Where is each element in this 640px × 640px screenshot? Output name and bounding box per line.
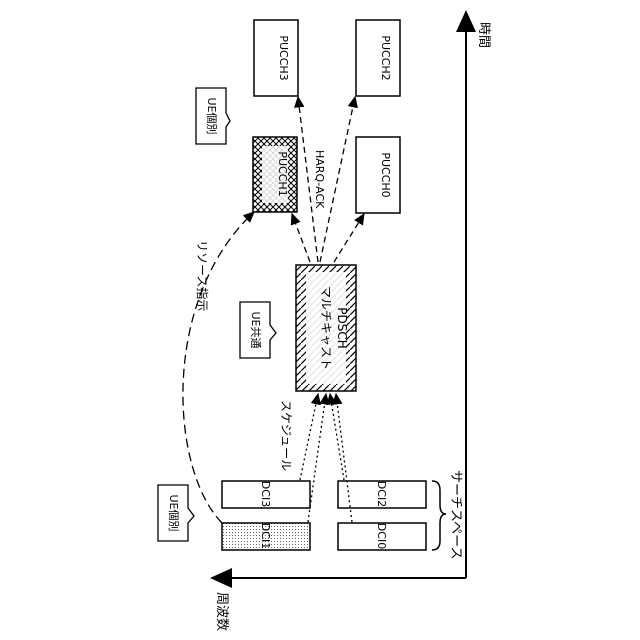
- dci0-block: DCI0: [338, 523, 426, 550]
- dci3-label: DCI3: [259, 481, 272, 507]
- ue-specific-callout-bottom: UE個別: [158, 485, 194, 541]
- pdsch-label-line1: マルチキャスト: [319, 286, 333, 370]
- schedule-label: スケジュール: [279, 400, 293, 471]
- dci2-label: DCI2: [375, 481, 388, 507]
- pucch0-block: PUCCH0: [356, 137, 400, 213]
- dci1-label: DCI1: [259, 523, 272, 549]
- pucch0-label: PUCCH0: [379, 152, 392, 197]
- search-space-brace: [432, 481, 446, 550]
- dci1-block: DCI1: [222, 523, 310, 550]
- pucch3-block: PUCCH3: [254, 20, 298, 96]
- dci3-block: DCI3: [222, 481, 310, 508]
- search-space-label: サーチスペース: [448, 470, 463, 559]
- time-axis-label: 時間: [476, 22, 491, 48]
- pdsch-label-line2: PDSCH: [335, 307, 349, 349]
- ue-specific-callout-top: UE個別: [196, 88, 230, 144]
- ue-common-label: UE共通: [249, 311, 262, 348]
- resource-indication-label: リソース指示: [195, 240, 210, 311]
- dci0-label: DCI0: [375, 523, 388, 549]
- arrow-pdsch-pucch1: [292, 214, 310, 262]
- ue-specific-label-bottom: UE個別: [167, 494, 180, 531]
- pucch3-label: PUCCH3: [277, 35, 290, 80]
- harq-ack-label: HARQ-ACK: [313, 150, 326, 209]
- dci2-block: DCI2: [338, 481, 426, 508]
- pucch2-label: PUCCH2: [379, 35, 392, 80]
- harq-arrows: [292, 97, 364, 262]
- ue-specific-label-top: UE個別: [205, 97, 218, 134]
- pdsch-block: マルチキャスト PDSCH: [296, 265, 356, 391]
- pucch1-block: PUCCH1: [253, 137, 297, 212]
- arrow-pdsch-pucch0: [334, 214, 364, 262]
- frequency-axis-label: 周波数: [214, 592, 229, 631]
- ue-common-callout: UE共通: [240, 302, 276, 358]
- pucch2-block: PUCCH2: [356, 20, 400, 96]
- resource-indication-arrow: [183, 212, 254, 523]
- pucch1-label: PUCCH1: [276, 151, 289, 196]
